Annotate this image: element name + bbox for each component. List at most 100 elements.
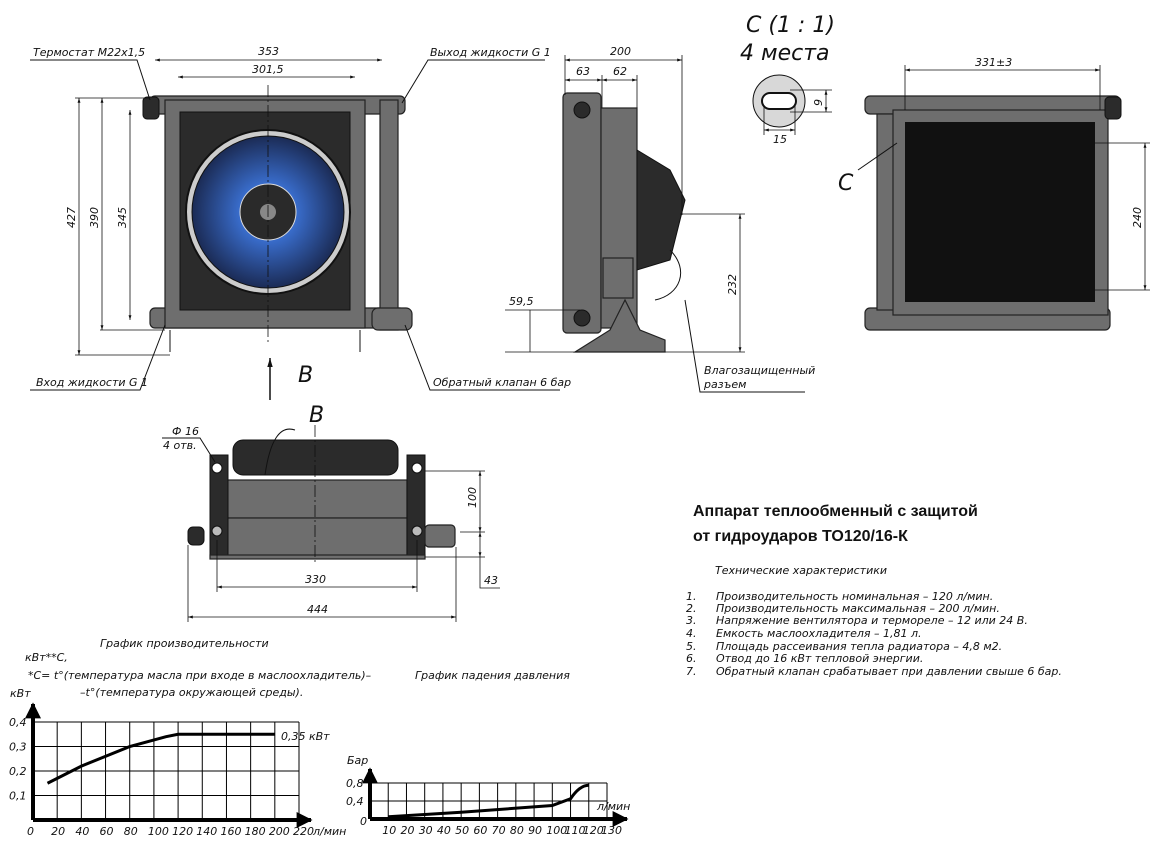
y-tick-label: 0,1 [9, 790, 27, 803]
chart2-title: График падения давления [415, 669, 570, 682]
spec-text: Площадь рассеивания тепла радиатора – 4,… [716, 640, 1002, 653]
chart2-ylabel: Бар [347, 754, 368, 767]
detail-dim-9: 9 [812, 99, 825, 106]
x-tick-label: 100 [546, 824, 567, 837]
bottom-view-title: B [309, 403, 324, 428]
y-tick-label: 0,8 [346, 777, 364, 790]
x-tick-label: 110 [565, 824, 586, 837]
dim-427: 427 [65, 207, 78, 228]
x-tick-label: 80 [510, 824, 524, 837]
x-axis-unit: л/мин [312, 825, 346, 838]
x-tick-label: 50 [455, 824, 469, 837]
detail-count: 4 места [740, 41, 830, 66]
y-tick-label: 0,4 [346, 795, 364, 808]
dim-43: 43 [484, 574, 498, 587]
chart1-title: График производительности [100, 637, 269, 650]
detail-title: С (1 : 1) [746, 13, 835, 38]
spec-number: 7. [686, 665, 697, 678]
x-tick-label: 10 [382, 824, 396, 837]
outlet-label: Выход жидкости G 1 [430, 46, 551, 59]
view-b-arrow-label: B [298, 363, 313, 388]
y-tick-label: 0,4 [9, 716, 27, 729]
x-tick-label: 70 [492, 824, 506, 837]
spec-text: Обратный клапан срабатывает при давлении… [716, 665, 1062, 678]
x-tick-label: 120 [583, 824, 604, 837]
dim-444: 444 [307, 603, 328, 616]
spec-number: 5. [686, 640, 697, 653]
dim-331: 331±3 [975, 56, 1012, 69]
dim-100: 100 [466, 487, 479, 508]
x-tick-label: 90 [528, 824, 542, 837]
spec-text: Производительность номинальная – 120 л/м… [716, 590, 993, 603]
x-tick-label: 0 [27, 825, 34, 838]
chart1-formula-2: –t°(температура окружающей среды). [80, 686, 303, 699]
side-view: 200 63 62 59,5 232 Влагозащищенный разъе… [505, 45, 815, 393]
chart1-ylabel: кВт [10, 687, 31, 700]
connector-label-2: разъем [703, 378, 746, 391]
y-tick-label: 0,2 [9, 765, 27, 778]
bottom-view: B Ф 16 4 отв. 100 330 43 444 [162, 403, 500, 622]
hole-count: 4 отв. [163, 439, 197, 452]
x-tick-label: 60 [473, 824, 487, 837]
x-tick-label: 120 [172, 825, 193, 838]
chart2-xlabel: л/мин [596, 800, 630, 813]
dim-232: 232 [726, 274, 739, 295]
series-line [46, 732, 275, 785]
x-tick-label: 20 [51, 825, 65, 838]
connector-label-1: Влагозащищенный [704, 364, 815, 377]
spec-number: 1. [686, 590, 697, 603]
x-tick-label: 180 [245, 825, 266, 838]
dim-62: 62 [613, 65, 627, 78]
thermostat-label: Термостат М22х1,5 [33, 46, 145, 59]
product-title-line1: Аппарат теплообменный с защитой [693, 503, 978, 520]
chart1-unit-note: кВт**С, [25, 651, 68, 664]
x-tick-label: 220 [293, 825, 314, 838]
inlet-label: Вход жидкости G 1 [36, 376, 148, 389]
specs-list: 1. Производительность номинальная – 120 л… [686, 590, 1062, 678]
x-tick-label: 20 [400, 824, 414, 837]
x-tick-label: 30 [419, 824, 433, 837]
chart1-annotation: 0,35 кВт [281, 730, 330, 743]
x-tick-label: 100 [148, 825, 169, 838]
x-tick-label: 140 [196, 825, 217, 838]
dim-330: 330 [305, 573, 326, 586]
dim-345: 345 [116, 207, 129, 228]
spec-text: Емкость маслоохладителя – 1,81 л. [716, 627, 922, 640]
dim-390: 390 [88, 207, 101, 228]
spec-number: 2. [686, 602, 697, 615]
x-tick-label: 60 [100, 825, 114, 838]
dim-63: 63 [576, 65, 590, 78]
chart2-origin-label: 0 [360, 815, 367, 828]
rear-view: 331±3 240 C [838, 56, 1150, 331]
series-line [388, 783, 589, 819]
spec-number: 4. [686, 627, 697, 640]
detail-c-marker: C [838, 171, 854, 196]
spec-text: Отвод до 16 кВт тепловой энергии. [716, 652, 923, 665]
spec-text: Производительность максимальная – 200 л/… [716, 602, 1000, 615]
x-tick-label: 80 [124, 825, 138, 838]
x-tick-label: 40 [437, 824, 451, 837]
dim-200: 200 [610, 45, 631, 58]
front-view: Термостат М22х1,5 Выход жидкости G 1 Вхо… [30, 45, 571, 400]
x-tick-label: 40 [75, 825, 89, 838]
chart1-formula-1: *С= t°(температура масла при входе в мас… [28, 669, 372, 682]
spec-number: 3. [686, 614, 697, 627]
detail-dim-15: 15 [773, 133, 787, 146]
x-tick-label: 160 [220, 825, 241, 838]
spec-text: Напряжение вентилятора и термореле – 12 … [716, 614, 1028, 627]
dim-353: 353 [258, 45, 279, 58]
specs-heading: Технические характеристики [715, 564, 887, 577]
y-tick-label: 0,3 [9, 741, 27, 754]
detail-c: С (1 : 1) 4 места 9 15 [740, 13, 835, 146]
dim-301-5: 301,5 [252, 63, 284, 76]
hole-diameter: Ф 16 [172, 425, 199, 438]
product-title-line2: от гидроударов ТО120/16-К [693, 528, 908, 545]
check-valve-label: Обратный клапан 6 бар [433, 376, 571, 389]
dim-240: 240 [1131, 207, 1144, 228]
x-tick-label: 130 [601, 824, 622, 837]
x-tick-label: 200 [269, 825, 290, 838]
dim-59-5: 59,5 [509, 295, 534, 308]
